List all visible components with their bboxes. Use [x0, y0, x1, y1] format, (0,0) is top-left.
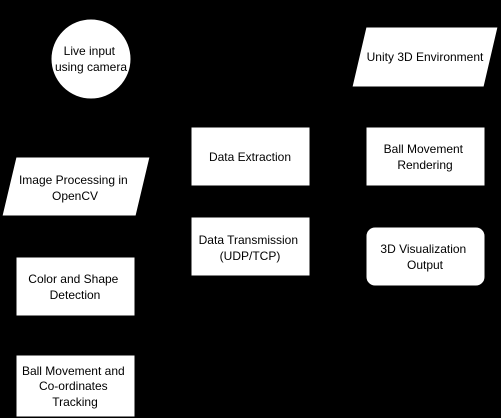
node-ball-rendering-label: Ball Movement Rendering: [384, 142, 467, 172]
node-data-extraction[interactable]: Data Extraction: [190, 126, 311, 187]
node-ball-tracking-line-2: Co-ordinates: [39, 379, 108, 393]
node-data-extraction-shape: [190, 126, 311, 187]
node-unity-environment-line-1: Unity 3D Environment: [367, 50, 484, 64]
node-data-transmission-line-1: Data Transmission: [199, 233, 298, 247]
node-color-shape-detection-shape: [15, 256, 136, 317]
node-ball-rendering-shape: [365, 126, 486, 187]
node-unity-environment-label: Unity 3D Environment: [367, 50, 484, 64]
node-image-processing-line-2: OpenCV: [52, 189, 98, 203]
node-data-extraction-label: Data Extraction: [209, 150, 291, 164]
node-data-transmission-shape: [190, 216, 311, 277]
node-live-input[interactable]: Live input using camera: [50, 18, 132, 100]
node-color-shape-detection-line-1: Color and Shape: [28, 272, 118, 286]
node-data-transmission-line-2: (UDP/TCP): [220, 249, 281, 263]
node-visualization-output[interactable]: 3D Visualization Output: [365, 226, 486, 287]
node-data-transmission[interactable]: Data Transmission (UDP/TCP): [190, 216, 311, 277]
node-image-processing-line-1: Image Processing in: [19, 173, 128, 187]
node-image-processing-label: Image Processing in OpenCV: [19, 173, 131, 203]
node-image-processing-shape: [1, 156, 151, 217]
node-visualization-output-shape: [365, 226, 486, 287]
node-unity-environment[interactable]: Unity 3D Environment: [351, 26, 499, 88]
node-color-shape-detection-label: Color and Shape Detection: [28, 272, 121, 302]
node-live-input-label: Live input using camera: [55, 44, 127, 74]
node-color-shape-detection[interactable]: Color and Shape Detection: [15, 256, 136, 317]
node-ball-tracking-line-3: Tracking: [52, 395, 98, 409]
node-ball-tracking-line-1: Ball Movement and: [22, 364, 125, 378]
node-live-input-line-1: Live input: [64, 44, 116, 58]
node-color-shape-detection-line-2: Detection: [50, 288, 101, 302]
node-data-extraction-line-1: Data Extraction: [209, 150, 291, 164]
node-ball-rendering-line-2: Rendering: [397, 158, 452, 172]
node-ball-tracking-label: Ball Movement and Co-ordinates Tracking: [22, 364, 128, 409]
node-ball-rendering[interactable]: Ball Movement Rendering: [365, 126, 486, 187]
node-ball-rendering-line-1: Ball Movement: [384, 142, 464, 156]
node-visualization-output-line-1: 3D Visualization: [380, 242, 466, 256]
node-ball-tracking-shape: [15, 354, 136, 418]
node-unity-environment-shape: [351, 26, 499, 88]
node-data-transmission-label: Data Transmission (UDP/TCP): [199, 233, 302, 263]
node-visualization-output-line-2: Output: [407, 258, 444, 272]
node-live-input-line-2: using camera: [55, 60, 127, 74]
node-ball-tracking[interactable]: Ball Movement and Co-ordinates Tracking: [15, 354, 136, 418]
node-visualization-output-label: 3D Visualization Output: [380, 242, 469, 272]
node-live-input-shape: [50, 18, 132, 100]
node-image-processing[interactable]: Image Processing in OpenCV: [1, 156, 151, 217]
